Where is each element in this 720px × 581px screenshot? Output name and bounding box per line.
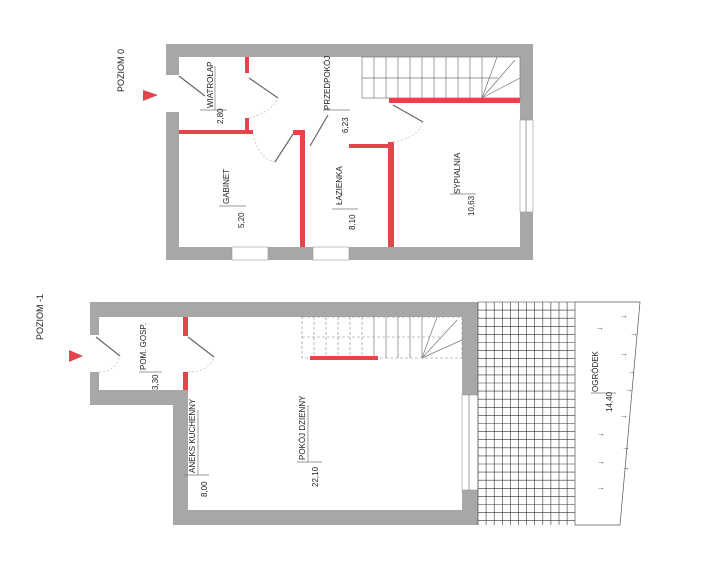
room-pom-gosp: POM. GOSP. 3,30 [139,323,162,390]
entrance-door-opening [90,335,99,372]
entrance-arrow-icon [69,350,83,362]
arrow-right-icon: → [597,429,605,438]
arrow-right-icon: → [630,329,638,338]
arrow-right-icon: → [620,349,628,358]
arrow-right-icon: → [622,443,630,452]
arrow-right-icon: → [622,463,630,472]
new-wall [183,317,188,336]
arrow-right-icon: → [596,323,604,332]
entrance-door-opening [166,75,179,112]
arrow-right-icon: → [620,311,628,320]
staircase [361,56,521,99]
level-minus1-title: POZIOM -1 [35,294,45,340]
arrow-right-icon: → [620,411,628,420]
room-area: 6,23 [341,117,350,133]
garden-area [574,301,641,526]
room-name: POKÓJ DZIENNY [298,395,307,460]
room-area: 2,80 [216,108,225,124]
room-area: 22,10 [311,466,320,487]
room-name: SYPIALNIA [453,152,462,194]
terrace-window [461,394,479,491]
arrow-right-icon: → [597,483,605,492]
room-area: 10,63 [467,195,476,216]
room-area: 8,10 [348,214,357,230]
level-0-plan: POZIOM 0 [116,44,534,261]
level-minus1-plan: POZIOM -1 →→→→→→→→→→→→ POM. GOSP. [35,294,641,526]
room-name: WIATROŁAP [206,61,215,108]
room-aneks-kuchenny: ANEKS KUCHENNY 8,00 [184,398,209,497]
garden-arrows: →→→→→→→→→→→→ [596,311,638,492]
exterior-walls [90,302,478,525]
arrow-right-icon: → [625,385,633,394]
room-name: GABINET [222,169,231,204]
room-area: 8,00 [200,481,209,497]
new-wall [310,356,378,360]
room-name: OGRÓDEK [591,350,600,392]
room-ogrodek: OGRÓDEK 14,40 [591,350,616,412]
arrow-right-icon: → [628,367,636,376]
terrace-paving [477,301,575,525]
room-area: 14,40 [605,391,614,412]
room-wiatrolap: WIATROŁAP 2,80 [200,61,227,124]
staircase [301,316,463,360]
window-lazienka [312,246,350,261]
room-area: 5,20 [237,212,246,228]
new-wall [179,130,253,134]
room-lazienka: ŁAZIENKA 8,10 [332,166,358,230]
room-gabinet: GABINET 5,20 [219,169,246,228]
level-0-title: POZIOM 0 [116,49,126,92]
room-area: 3,30 [151,374,160,390]
entrance-arrow-icon [143,90,158,101]
room-name: PRZEDPOKÓJ [323,56,332,110]
room-przedpokoj: PRZEDPOKÓJ 6,23 [323,56,350,133]
window-east [519,119,534,213]
room-name: ŁAZIENKA [335,166,344,205]
room-pokoj-dzienny: POKÓJ DZIENNY 22,10 [297,395,322,487]
window-gabinet [231,246,269,261]
room-name: ANEKS KUCHENNY [188,398,197,473]
room-name: POM. GOSP. [139,323,148,370]
arrow-right-icon: → [597,457,605,466]
room-sypialnia: SYPIALNIA 10,63 [450,152,476,216]
